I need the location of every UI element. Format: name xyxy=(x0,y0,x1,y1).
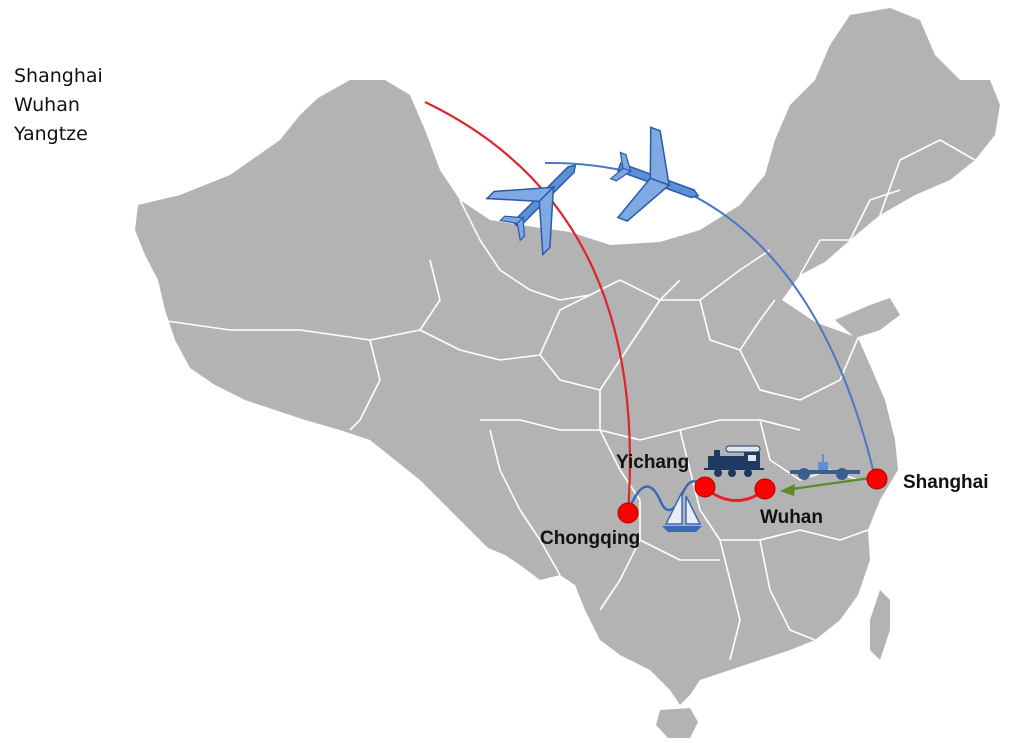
legend-item-shanghai: Shanghai xyxy=(14,65,103,87)
peninsula xyxy=(835,298,900,338)
city-label-chongqing: Chongqing xyxy=(540,528,640,549)
flight-route-blue xyxy=(544,161,876,479)
city-marker-shanghai[interactable] xyxy=(866,468,888,490)
hainan-island xyxy=(656,708,698,738)
legend-item-yangtze: Yangtze xyxy=(14,123,88,145)
river-route-blue-arches xyxy=(626,480,706,513)
province-borders xyxy=(159,139,976,661)
city-marker-chongqing[interactable] xyxy=(617,502,639,524)
legend-item-wuhan: Wuhan xyxy=(14,94,80,116)
ground-route-arrowhead xyxy=(780,484,795,496)
steam-train-icon xyxy=(704,445,764,477)
city-marker-wuhan[interactable] xyxy=(754,478,776,500)
ground-route-shanghai-wuhan xyxy=(784,476,871,492)
flight-route-red xyxy=(424,101,632,513)
city-label-wuhan: Wuhan xyxy=(760,507,823,528)
airplane-icon xyxy=(485,164,577,257)
airplane-icon xyxy=(609,126,700,222)
vehicle-icon xyxy=(790,454,860,480)
taiwan-island xyxy=(870,590,890,660)
city-marker-yichang[interactable] xyxy=(694,476,716,498)
city-label-yichang: Yichang xyxy=(616,452,689,473)
city-label-shanghai: Shanghai xyxy=(903,472,989,493)
china-landmass xyxy=(135,8,1000,705)
legend: Shanghai Wuhan Yangtze xyxy=(14,62,103,149)
sailboat-icon xyxy=(662,491,702,532)
